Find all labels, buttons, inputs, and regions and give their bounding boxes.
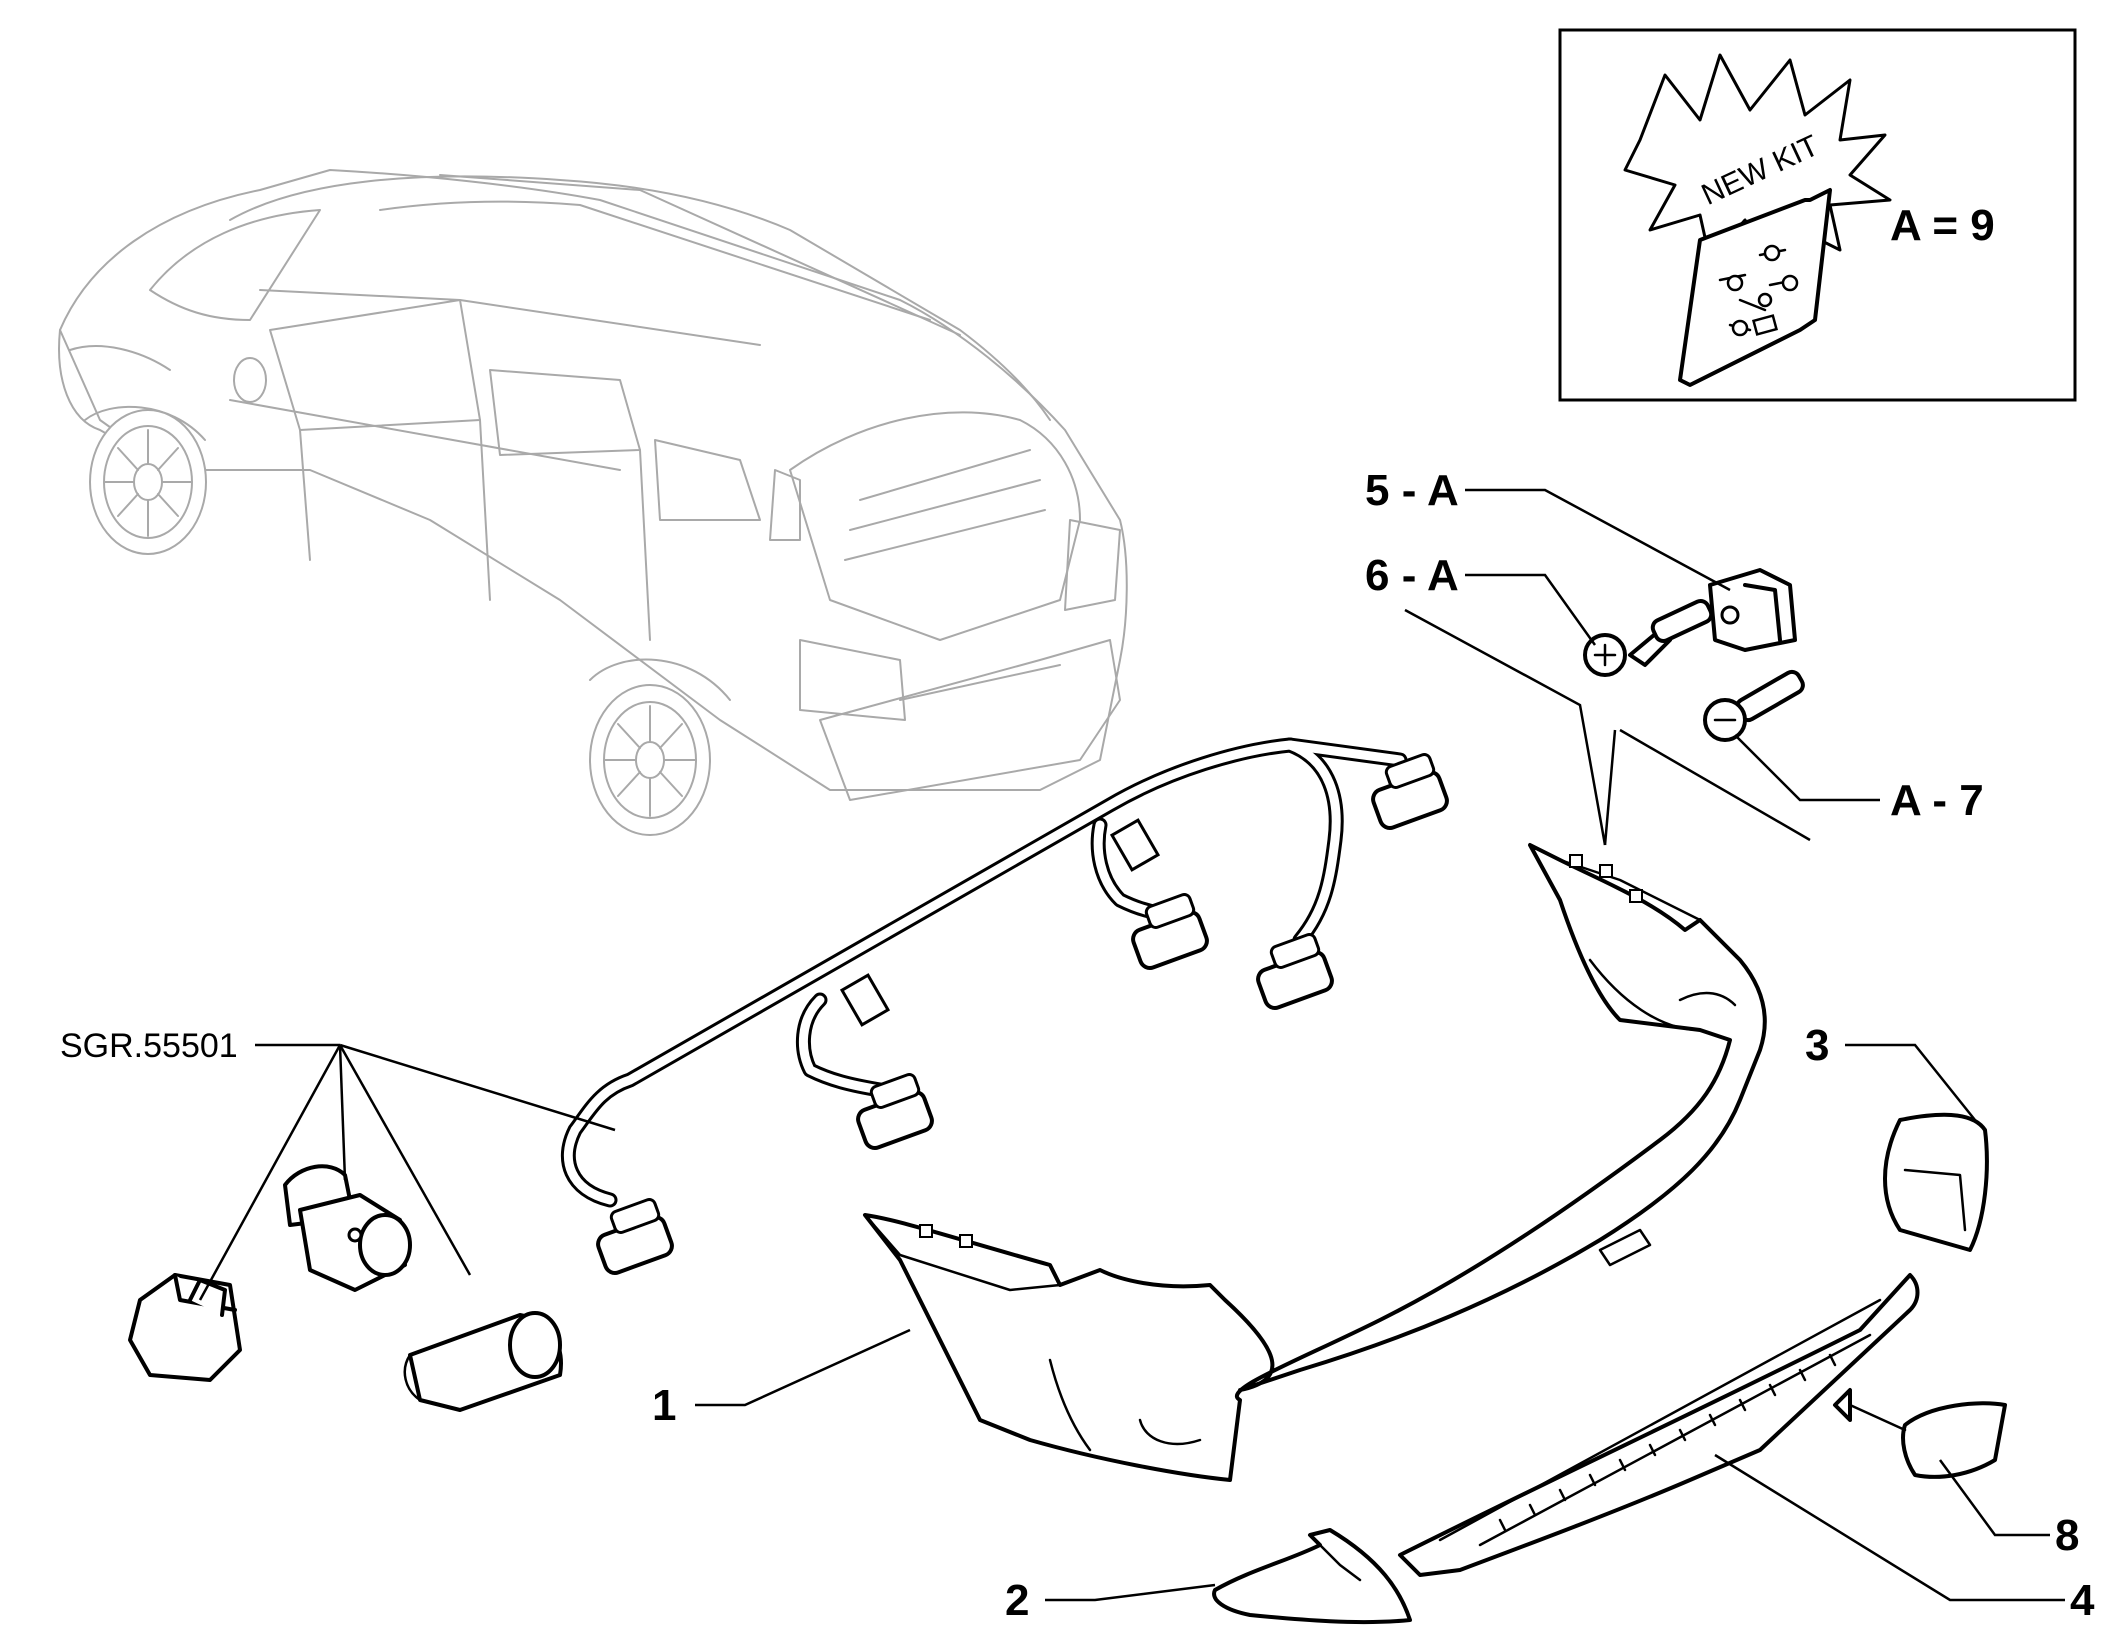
harness-connector-icon: [1131, 892, 1209, 970]
callout-a-7: A - 7: [1890, 776, 1984, 825]
screw-6-icon: [1583, 598, 1714, 677]
corner-trim-right-icon: [1883, 1112, 1989, 1252]
rear-bumper-icon: [863, 843, 1767, 1482]
callout-1: 1: [652, 1381, 676, 1430]
parking-sensor-icon: [283, 1164, 412, 1292]
reference-code-label: SGR.55501: [60, 1027, 238, 1065]
callout-8: 8: [2055, 1511, 2079, 1560]
sensor-bracket-icon: [128, 1273, 242, 1382]
kit-box: NEW KIT A = 9: [1558, 28, 2077, 402]
harness-connector-icon: [596, 1197, 674, 1275]
callout-6-a: 6 - A: [1365, 551, 1459, 600]
sensor-cap-icon: [403, 1311, 563, 1412]
callout-3: 3: [1805, 1021, 1829, 1070]
fastener-clip-icon: [1708, 568, 1797, 652]
screw-7-icon: [1703, 669, 1805, 742]
callout-2: 2: [1005, 1576, 1029, 1625]
rear-wheel: [589, 658, 731, 836]
harness-connector-icon: [1371, 752, 1449, 830]
hardware-bag-icon: [1678, 188, 1832, 387]
kit-equation: A = 9: [1890, 201, 1995, 250]
tow-hook-cover-icon: [1833, 1388, 2007, 1479]
corner-trim-left-icon: [1212, 1528, 1412, 1625]
front-wheel: [84, 405, 207, 555]
car-illustration: [58, 169, 1128, 836]
harness-connector-icon: [1256, 932, 1334, 1010]
callout-4: 4: [2070, 1576, 2095, 1625]
harness-connector-icon: [856, 1072, 934, 1150]
leader-lines: [198, 488, 2065, 1602]
callout-5-a: 5 - A: [1365, 466, 1459, 515]
protective-strip-icon: [1398, 1273, 1920, 1577]
parking-sensor-harness: [560, 737, 1449, 1275]
